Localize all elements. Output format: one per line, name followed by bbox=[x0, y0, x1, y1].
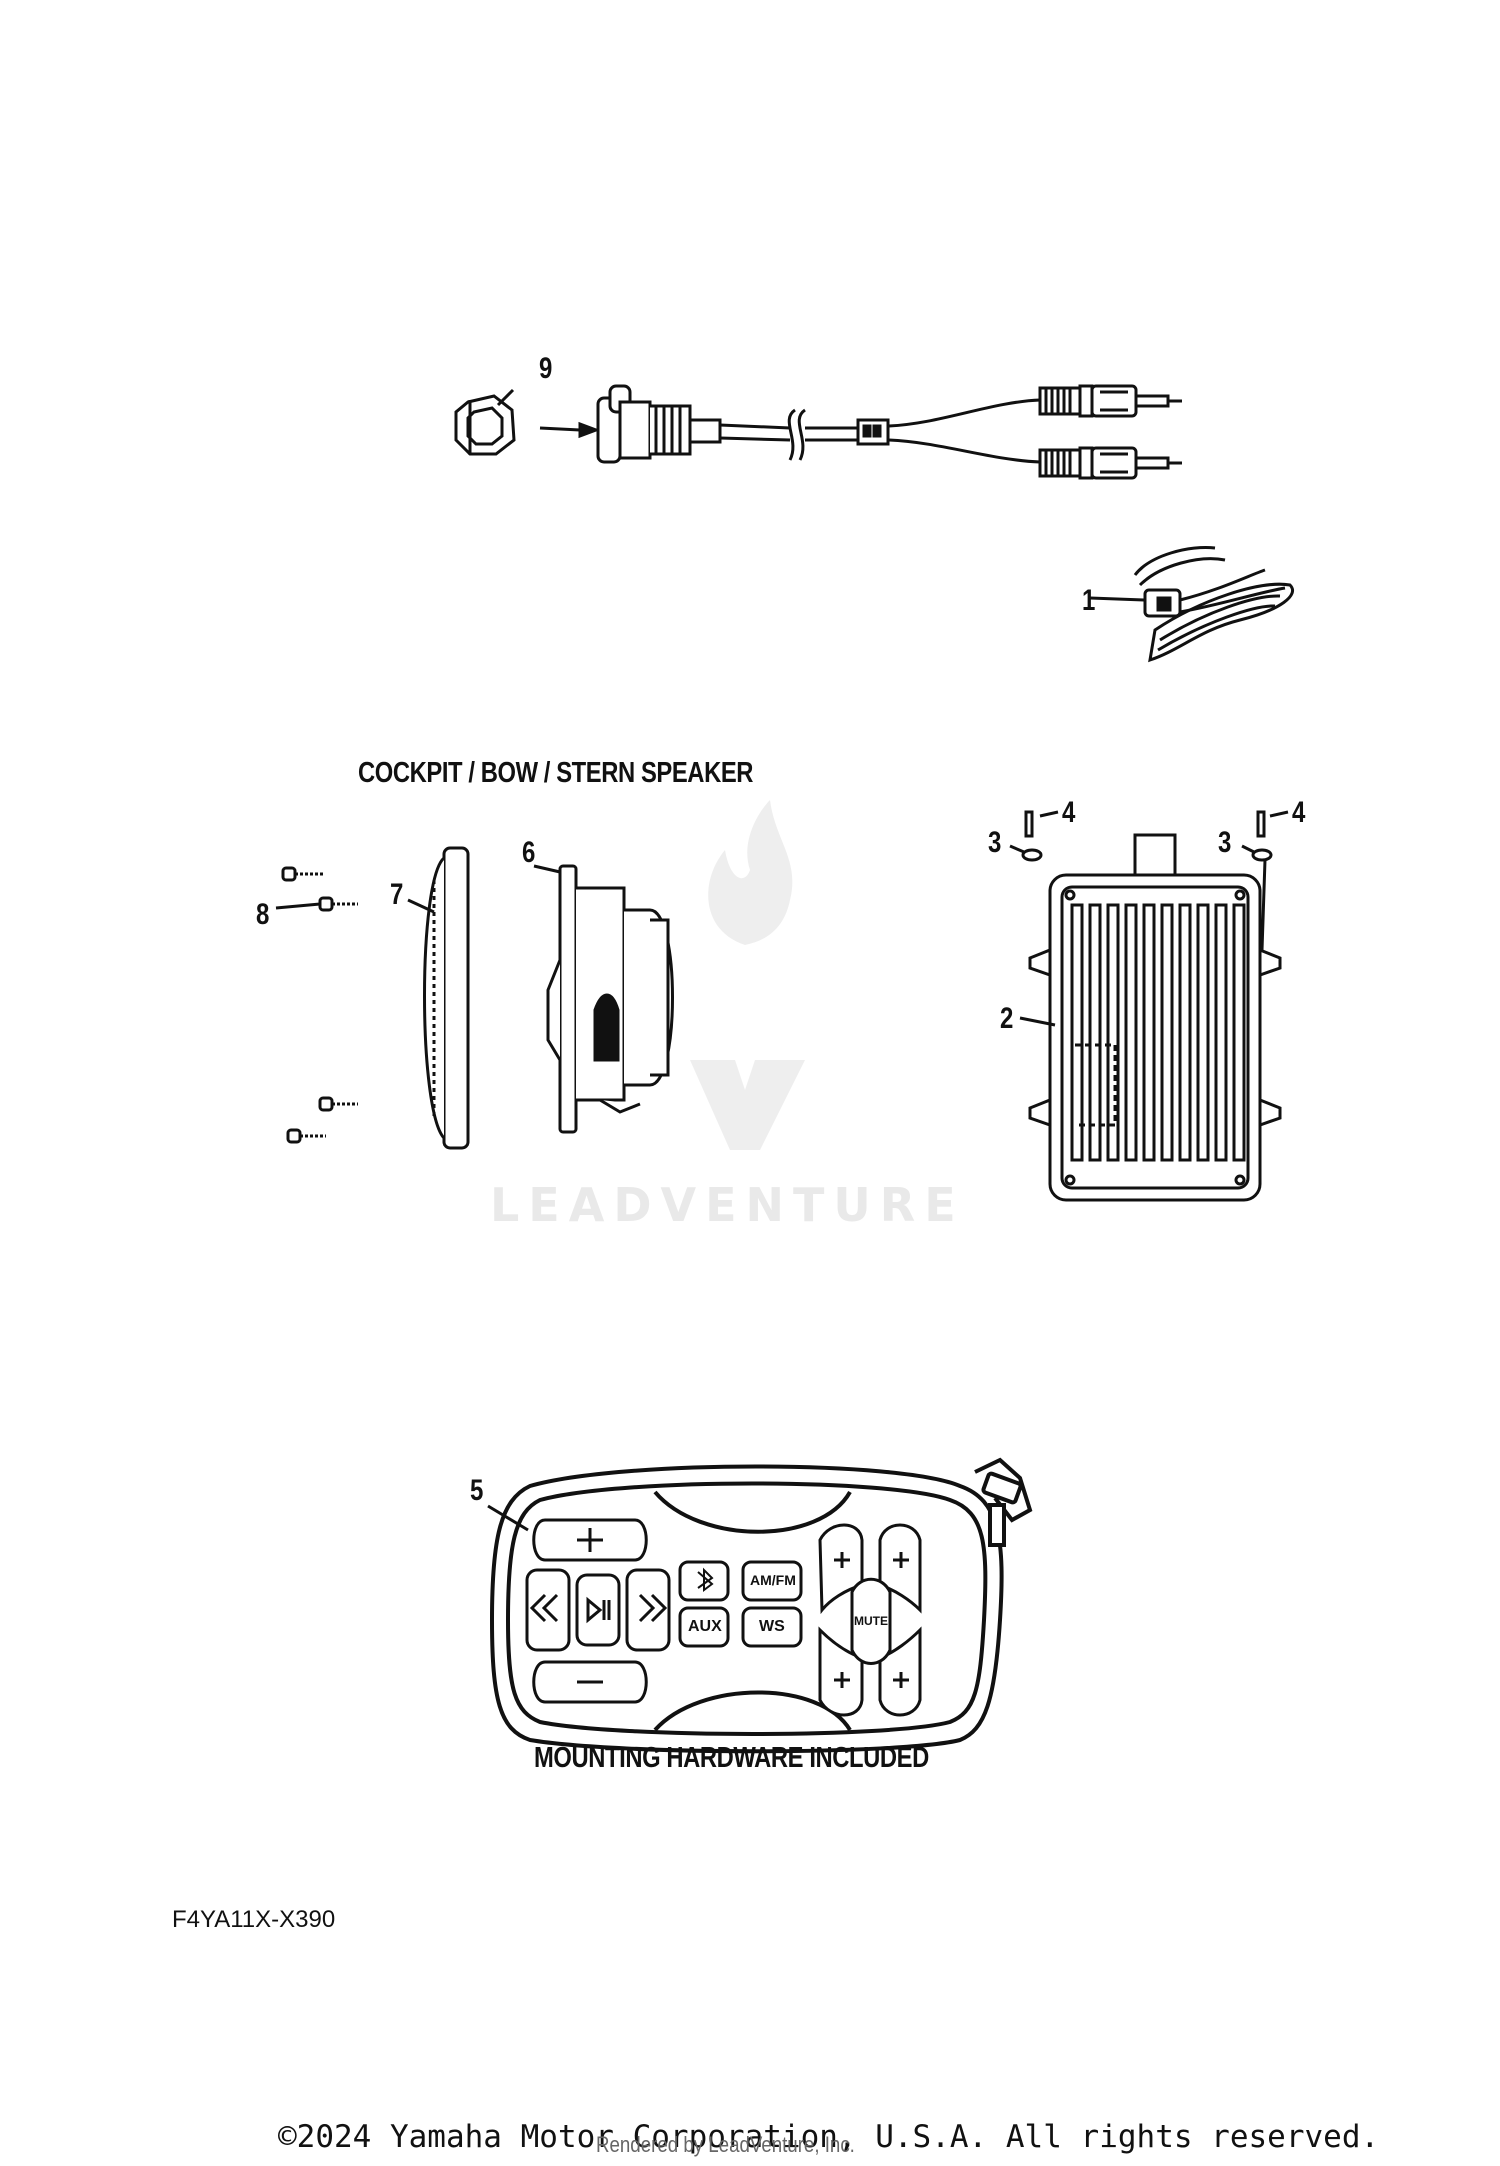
leader-line-9b bbox=[496, 388, 515, 407]
copyright-notice: ©2024 Yamaha Motor Corporation, U.S.A. A… bbox=[278, 2119, 1380, 2155]
callout-4: 4 bbox=[1292, 796, 1306, 829]
aux-cable-assembly bbox=[454, 384, 1182, 480]
callout-4: 4 bbox=[1062, 796, 1076, 829]
washer bbox=[1251, 848, 1273, 862]
rca-plug-lower bbox=[1038, 446, 1182, 480]
rca-plug-upper bbox=[1038, 384, 1182, 418]
mute-button-label: MUTE bbox=[854, 1614, 888, 1628]
remote-connector bbox=[974, 1457, 1033, 1547]
screw bbox=[318, 896, 358, 912]
aux-button[interactable] bbox=[678, 1606, 730, 1648]
watermark-logo bbox=[690, 800, 805, 1150]
watermark-text: LEADVENTURE bbox=[490, 1178, 965, 1232]
hex-nut bbox=[454, 394, 516, 456]
leader-line-4b bbox=[1269, 810, 1289, 818]
amfm-button[interactable] bbox=[741, 1560, 803, 1602]
speaker-grille bbox=[407, 846, 470, 1150]
callout-1: 1 bbox=[1082, 584, 1096, 617]
washer bbox=[1021, 848, 1043, 862]
callout-6: 6 bbox=[522, 836, 536, 869]
left-keypad bbox=[525, 1518, 671, 1704]
speaker-screws bbox=[275, 866, 358, 1144]
ws-button[interactable] bbox=[741, 1606, 803, 1648]
mounting-hardware-note: MOUNTING HARDWARE INCLUDED bbox=[534, 1742, 929, 1774]
screw bbox=[318, 1096, 358, 1112]
screw bbox=[286, 1128, 326, 1144]
callout-3: 3 bbox=[988, 826, 1002, 859]
callout-9: 9 bbox=[539, 352, 553, 385]
amfm-button-label: AM/FM bbox=[750, 1572, 796, 1588]
leader-line-8 bbox=[275, 902, 321, 910]
screw bbox=[281, 866, 325, 882]
heat-sink-fins bbox=[1070, 903, 1246, 1162]
callout-7: 7 bbox=[390, 878, 404, 911]
screw bbox=[1024, 810, 1034, 838]
amplifier bbox=[1009, 810, 1289, 1202]
screw bbox=[1256, 810, 1266, 838]
speaker-driver bbox=[533, 864, 674, 1134]
leader-line-9 bbox=[539, 426, 581, 432]
rendered-by-credit: Rendered by LeadVenture, Inc. bbox=[596, 2132, 855, 2157]
leader-line-1 bbox=[1089, 596, 1146, 602]
speaker-section-label: COCKPIT / BOW / STERN SPEAKER bbox=[358, 757, 754, 789]
ws-button-label: WS bbox=[759, 1618, 785, 1635]
leader-line-4a bbox=[1039, 810, 1059, 818]
leader-line-5 bbox=[487, 1504, 529, 1532]
leader-line-2 bbox=[1019, 1016, 1056, 1027]
callout-2: 2 bbox=[1000, 1002, 1014, 1035]
aux-jack bbox=[596, 384, 722, 464]
leader-line-7 bbox=[407, 898, 435, 914]
callout-8: 8 bbox=[256, 898, 270, 931]
right-keypad bbox=[818, 1523, 922, 1717]
callout-5: 5 bbox=[470, 1474, 484, 1507]
aux-button-label: AUX bbox=[688, 1618, 722, 1635]
callout-3: 3 bbox=[1218, 826, 1232, 859]
leader-line-3b bbox=[1241, 844, 1255, 854]
remote-control bbox=[487, 1457, 1033, 1754]
wire-harness bbox=[1089, 545, 1294, 663]
assembly-arrow bbox=[578, 421, 601, 439]
leader-line-3a bbox=[1009, 844, 1025, 854]
center-keypad bbox=[678, 1560, 803, 1648]
drawing-code: F4YA11X-X390 bbox=[172, 1906, 336, 1933]
leader-line-6 bbox=[533, 864, 561, 874]
